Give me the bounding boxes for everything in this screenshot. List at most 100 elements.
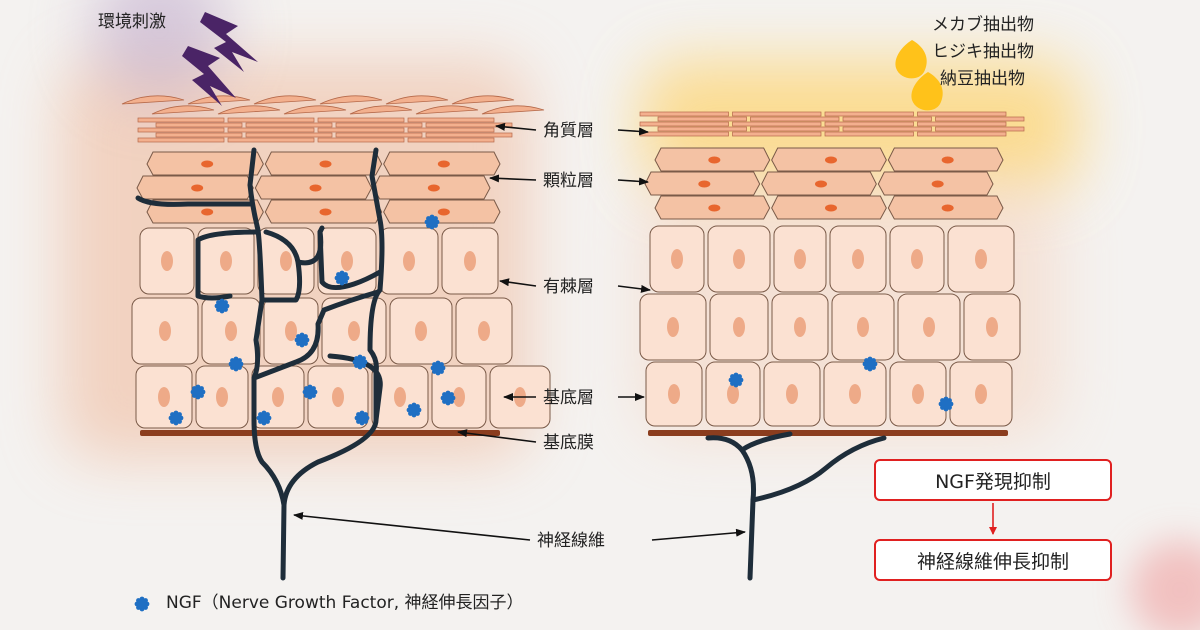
- corneum-scale: [151, 105, 215, 115]
- left-skin-section: [121, 95, 551, 581]
- label-stratum-corneum: 角質層: [543, 121, 594, 141]
- nerve-fiber: [327, 353, 383, 423]
- left-scales: [121, 95, 545, 115]
- cell-nucleus: [453, 387, 465, 407]
- cell-nucleus: [975, 249, 987, 269]
- stimulus-label: 環境刺激: [98, 12, 166, 32]
- ngf-dot: [427, 217, 437, 227]
- corneum-strip: [732, 131, 822, 137]
- ngf-dot: [337, 273, 347, 283]
- result-box-nerve-suppression: 神経線維伸長抑制: [874, 539, 1112, 581]
- ngf-dot: [443, 393, 453, 403]
- corneum-strip: [227, 137, 315, 143]
- corneum-strip: [732, 121, 822, 127]
- left-nerve-fibers: [135, 147, 385, 581]
- corneum-scale: [283, 105, 347, 115]
- corneum-strip: [639, 131, 729, 137]
- corneum-strip: [245, 122, 333, 128]
- corneum-strip: [137, 137, 225, 143]
- ngf-dot: [941, 399, 951, 409]
- right-spinous-basal-cells: [639, 225, 1021, 427]
- cell-nucleus: [415, 321, 427, 341]
- corneum-strip: [137, 117, 225, 123]
- nerve-fiber: [195, 229, 261, 301]
- ngf-dot: [865, 359, 875, 369]
- ngf-dot: [217, 301, 227, 311]
- ngf-dot: [409, 405, 419, 415]
- ngf-legend-icon: [134, 596, 150, 612]
- cell-nucleus: [667, 317, 679, 337]
- granular-nucleus: [437, 160, 450, 168]
- corneum-strip: [245, 132, 333, 138]
- extract-label-2: ヒジキ抽出物: [932, 42, 1034, 62]
- cell-nucleus: [912, 384, 924, 404]
- ngf-dot: [193, 387, 203, 397]
- ngf-dot: [433, 363, 443, 373]
- legend-text: NGF（Nerve Growth Factor, 神経伸長因子）: [166, 593, 524, 613]
- corneum-strip: [732, 111, 822, 117]
- corneum-strip: [657, 116, 747, 122]
- corneum-strip: [317, 117, 405, 123]
- corneum-strip: [227, 117, 315, 123]
- corneum-strip: [425, 122, 513, 128]
- label-spinous: 有棘層: [543, 277, 594, 297]
- corneum-strip: [335, 132, 423, 138]
- cell-nucleus: [332, 387, 344, 407]
- right-granular-layer: [644, 147, 1004, 220]
- corneum-strip: [425, 132, 513, 138]
- cell-nucleus: [464, 251, 476, 271]
- ngf-dot: [231, 359, 241, 369]
- granular-nucleus: [825, 204, 837, 212]
- label-granular: 顆粒層: [543, 171, 594, 191]
- granular-nucleus: [191, 184, 204, 192]
- ngf-dot: [357, 413, 367, 423]
- corneum-scale: [319, 95, 383, 105]
- cell-nucleus: [285, 321, 297, 341]
- cell-nucleus: [403, 251, 415, 271]
- cell-nucleus: [733, 317, 745, 337]
- corneum-strip: [917, 131, 1007, 137]
- cell-nucleus: [668, 384, 680, 404]
- granular-nucleus: [815, 180, 827, 188]
- granular-nucleus: [941, 156, 954, 164]
- ngf-dot: [137, 599, 147, 609]
- corneum-strip: [935, 116, 1025, 122]
- cell-nucleus: [923, 317, 935, 337]
- granular-nucleus: [708, 156, 721, 164]
- corneum-scale: [385, 95, 449, 105]
- cell-nucleus: [911, 249, 923, 269]
- cell-nucleus: [478, 321, 490, 341]
- ngf-dot: [171, 413, 181, 423]
- extract-label-3: 納豆抽出物: [940, 69, 1025, 89]
- cell-nucleus: [794, 317, 806, 337]
- corneum-strip: [750, 116, 840, 122]
- corneum-scale: [217, 105, 281, 115]
- cell-nucleus: [158, 387, 170, 407]
- corneum-scale: [481, 105, 545, 115]
- result-box-ngf-suppression: NGF発現抑制: [874, 459, 1112, 501]
- corneum-strip: [335, 122, 423, 128]
- label-arrows: [293, 122, 746, 541]
- cell-nucleus: [159, 321, 171, 341]
- granular-nucleus: [201, 208, 214, 216]
- nerve-fiber: [280, 147, 385, 581]
- cell-nucleus: [394, 387, 406, 407]
- corneum-scale: [187, 95, 251, 105]
- cell-nucleus: [975, 384, 987, 404]
- nerve-fiber: [251, 289, 381, 381]
- granular-nucleus: [437, 208, 450, 216]
- granular-nucleus: [319, 160, 332, 168]
- granular-nucleus: [309, 184, 322, 192]
- ngf-dot: [297, 335, 307, 345]
- corneum-strip: [657, 126, 747, 132]
- label-nerve-fiber: 神経線維: [537, 531, 605, 551]
- corneum-strip: [842, 126, 932, 132]
- left-basement-membrane: [140, 430, 500, 436]
- corneum-strip: [935, 126, 1025, 132]
- right-skin-section: [639, 111, 1025, 581]
- ngf-dot: [305, 387, 315, 397]
- granular-nucleus: [319, 208, 332, 216]
- cell-nucleus: [786, 384, 798, 404]
- ngf-dot: [259, 413, 269, 423]
